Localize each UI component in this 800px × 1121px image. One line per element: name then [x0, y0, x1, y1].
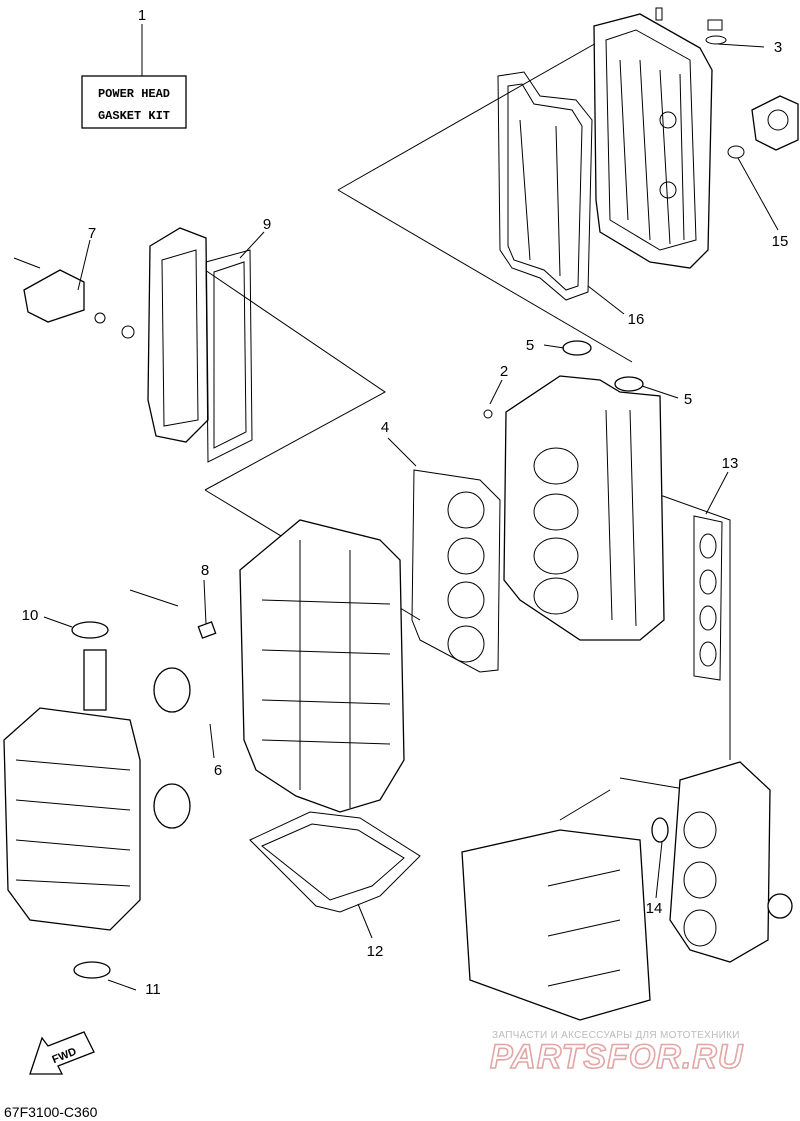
kit-box-line-1: POWER HEAD [98, 87, 170, 101]
callout-12: 12 [367, 943, 384, 960]
callout-8: 8 [201, 562, 209, 579]
callout-10: 10 [22, 607, 39, 624]
leader-lines [43, 43, 779, 991]
callout-11: 11 [145, 981, 161, 998]
oil-pan-gasket [249, 811, 421, 913]
valve-cover [593, 7, 723, 269]
diagram-code: 67F3100-C360 [4, 1104, 98, 1120]
callout-7: 7 [88, 225, 96, 242]
watermark-caption: ЗАПЧАСТИ И АКСЕССУАРЫ ДЛЯ МОТОТЕХНИКИ [492, 1030, 740, 1041]
callout-15: 15 [772, 233, 789, 250]
callout-13: 13 [722, 455, 739, 472]
intake-silencer [461, 829, 651, 1021]
callout-4: 4 [381, 419, 389, 436]
watermark: ЗАПЧАСТИ И АКСЕССУАРЫ ДЛЯ МОТОТЕХНИКИ PA… [489, 1030, 744, 1077]
crankcase [3, 621, 191, 979]
cylinder-head [483, 340, 665, 641]
thermostat-cover [13, 257, 135, 339]
fwd-arrow: FWD [29, 1031, 95, 1075]
callout-6: 6 [214, 762, 222, 779]
callout-2: 2 [500, 363, 508, 380]
breather-cap [705, 35, 727, 45]
exhaust-cover [147, 227, 209, 443]
sensor-actuator [727, 95, 799, 159]
kit-box-line-2: GASKET KIT [98, 109, 170, 123]
watermark-brand: PARTSFOR.RU [490, 1038, 744, 1076]
callout-numbers: 1 2 3 4 5 5 6 7 8 9 10 11 12 13 14 15 16 [22, 7, 789, 998]
callout-1: 1 [138, 7, 146, 24]
callout-14: 14 [646, 900, 663, 917]
callout-5a: 5 [526, 337, 534, 354]
power-head-gasket-kit-box: POWER HEAD GASKET KIT [81, 24, 187, 129]
valve-cover-gasket [497, 71, 593, 301]
exhaust-cover-gasket-left [205, 249, 253, 463]
callout-5b: 5 [684, 391, 692, 408]
callout-9: 9 [263, 216, 271, 233]
exhaust-cover-gasket [693, 515, 723, 681]
cylinder-block [129, 519, 405, 813]
cylinder-head-gasket [411, 469, 501, 673]
intake-manifold [559, 761, 793, 963]
callout-16: 16 [628, 311, 645, 328]
callout-3: 3 [774, 39, 782, 56]
